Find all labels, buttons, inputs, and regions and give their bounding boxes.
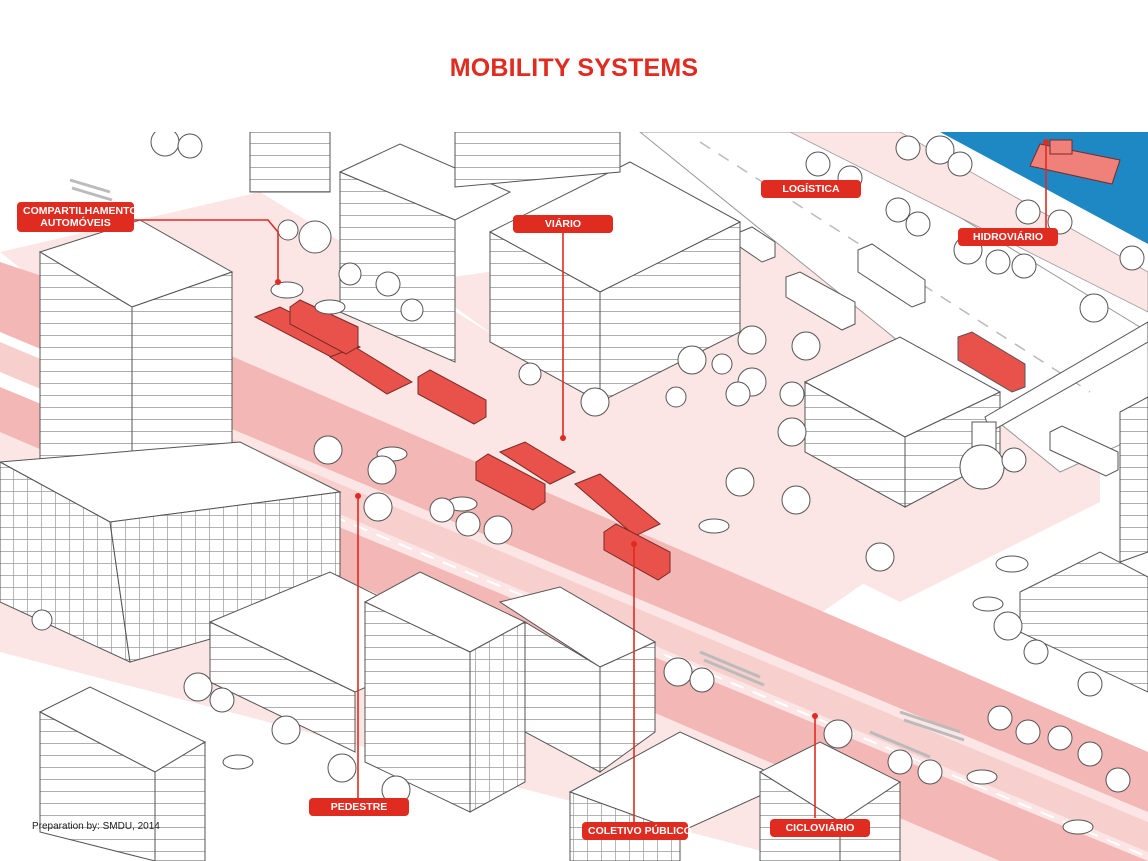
buses [289, 299, 671, 581]
label-pedestre: PEDESTRE [309, 798, 409, 816]
label-coletivo-publico: COLETIVO PÚBLICO [582, 822, 692, 840]
barge-icon [1029, 139, 1121, 185]
label-compartilhamento-automoveis: COMPARTILHAMENTO AUTOMÓVEIS [17, 202, 138, 232]
trees [31, 132, 1145, 805]
trucks [739, 226, 1119, 477]
label-logistica: LOGÍSTICA [761, 180, 861, 198]
mobility-illustration [0, 132, 1148, 861]
crosswalks [69, 178, 965, 759]
credit-text: Preparation by: SMDU, 2014 [32, 821, 160, 832]
leader-lines [134, 142, 1047, 822]
label-viario: VIÁRIO [513, 215, 613, 233]
leader-dots [275, 139, 1049, 719]
label-hidroviario: HIDROVIÁRIO [958, 228, 1058, 246]
label-cicloviario: CICLOVIÁRIO [770, 819, 870, 837]
buildings [0, 132, 1148, 861]
page-title: MOBILITY SYSTEMS [449, 54, 699, 82]
